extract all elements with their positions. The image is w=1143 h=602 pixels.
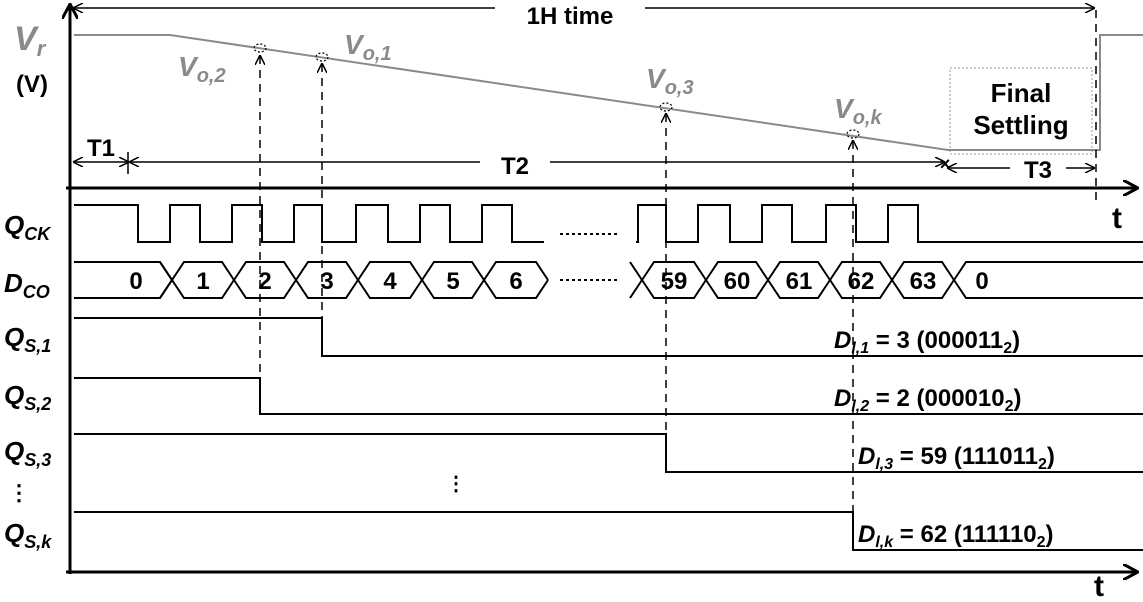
count-4: 4 xyxy=(383,268,397,295)
dl3-label: Dl,3 = 59 (1110112) xyxy=(858,443,1055,473)
lower-t-label: t xyxy=(1094,570,1104,602)
count-2: 2 xyxy=(258,268,271,295)
sample-point-vok xyxy=(846,129,860,139)
qsk-label: QS,k xyxy=(4,518,52,552)
final-settling-box xyxy=(949,67,1093,155)
count-values: 0 1 2 3 4 5 6 59 60 61 62 63 0 xyxy=(129,268,988,295)
count-62: 62 xyxy=(848,268,875,295)
count-63: 63 xyxy=(910,268,937,295)
qs2-waveform xyxy=(74,377,1143,415)
final-settling-label: Final xyxy=(991,78,1052,108)
svg-text:×: × xyxy=(940,154,951,174)
qs3-label: QS,3 xyxy=(4,436,51,470)
upper-t-label: t xyxy=(1112,202,1122,235)
count-6: 6 xyxy=(509,268,522,295)
vo3-label: Vo,3 xyxy=(646,63,694,99)
ramp-panel: 1H time Vr (V) Vo,2 Vo,1 Vo,3 Vo,k Final… xyxy=(14,0,1143,235)
dlk-label: Dl,k = 62 (1111102) xyxy=(858,521,1054,551)
sample-point-vo2 xyxy=(253,43,267,53)
dl1-label: Dl,1 = 3 (0000112) xyxy=(834,327,1020,357)
clock-waveform-b xyxy=(636,204,1143,243)
qs1-waveform xyxy=(74,317,1143,357)
sample-point-vo1 xyxy=(315,52,329,62)
qs2-label: QS,2 xyxy=(4,380,51,414)
count-0-end: 0 xyxy=(975,268,988,295)
vo2-label: Vo,2 xyxy=(178,51,226,87)
count-61: 61 xyxy=(786,268,813,295)
dl2-label: Dl,2 = 2 (0000102) xyxy=(834,385,1022,415)
count-0: 0 xyxy=(129,268,142,295)
count-5: 5 xyxy=(446,268,459,295)
sample-point-vo3 xyxy=(659,102,673,112)
qck-label: QCK xyxy=(4,210,52,244)
onehour-label: 1H time xyxy=(527,3,614,30)
qs3-waveform xyxy=(74,433,1143,473)
ellipsis-left: ⋮ xyxy=(8,480,30,505)
clock-waveform-a xyxy=(74,204,544,243)
unit-label: (V) xyxy=(16,71,48,98)
count-60: 60 xyxy=(724,268,751,295)
dco-label: DCO xyxy=(4,268,50,302)
qs1-label: QS,1 xyxy=(4,322,51,356)
qsk-waveform xyxy=(74,511,1143,551)
t2-label: T2 xyxy=(501,153,529,180)
signal-panel: t QCK DCO QS,1 QS,2 QS,3 ⋮ QS,k 0 1 2 3 … xyxy=(4,56,1143,602)
count-1: 1 xyxy=(196,268,209,295)
count-bus xyxy=(74,261,1143,299)
count-59: 59 xyxy=(661,268,688,295)
vok-label: Vo,k xyxy=(834,93,882,129)
t3-label: T3 xyxy=(1024,157,1052,184)
vr-label: Vr xyxy=(14,20,47,61)
ellipsis-middle: ⋮ xyxy=(446,473,466,495)
t1-label: T1 xyxy=(87,135,115,162)
count-3: 3 xyxy=(320,268,333,295)
final-settling-label-2: Settling xyxy=(973,110,1068,140)
vo1-label: Vo,1 xyxy=(344,29,392,65)
